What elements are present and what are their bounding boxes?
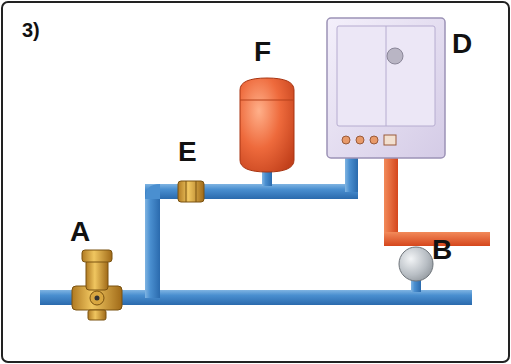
- part-letter: E: [178, 138, 197, 166]
- part-letter: B: [432, 236, 452, 264]
- part-letter: F: [254, 38, 271, 66]
- part-letter: D: [452, 30, 472, 58]
- part-letter: A: [70, 218, 90, 246]
- figure-number: 3): [22, 20, 40, 40]
